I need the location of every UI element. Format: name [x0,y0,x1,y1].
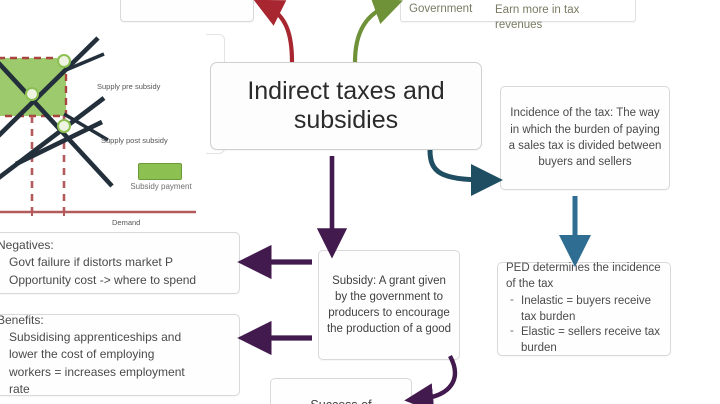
page-title-text: Indirect taxes and subsidies [247,77,445,134]
ped-box[interactable]: PED determines the incidence of the tax … [497,262,671,356]
benefits-box[interactable]: Benefits: Subsidising apprenticeships an… [0,313,240,396]
benefits-line: workers = increases employment [9,364,185,379]
subsidy-payment-swatch [138,163,182,180]
government-row-label: Government [409,3,473,15]
negatives-line: Govt failure if distorts market P [9,255,174,270]
negatives-heading: Negatives: [0,238,54,253]
subsidy-definition-box[interactable]: Subsidy: A grant given by the government… [318,250,460,360]
list-item: Elastic = sellers receive tax burden [508,324,664,357]
benefits-heading: Benefits: [0,313,44,328]
government-row-value: Earn more in tax revenues [495,4,580,31]
subsidy-payment-legend-label: Subsidy payment [130,182,192,191]
benefits-line: rate [9,381,30,396]
government-table[interactable]: Government Earn more in tax revenues [400,0,636,31]
benefits-line: Subsidising apprenticeships and [9,330,182,345]
diagram-label-supply-post: Supply post subsidy [101,136,168,145]
negatives-line: Opportunity cost -> where to spend [9,272,197,287]
ped-heading: PED determines the incidence of the tax [506,261,661,290]
top-left-empty-box[interactable] [120,0,254,22]
ped-bullet-list: Inelastic = buyers receive tax burden El… [504,293,664,357]
negatives-box-content: Negatives: Govt failure if distorts mark… [0,234,239,291]
success-of-box[interactable]: Success of [270,378,412,404]
negatives-box[interactable]: Negatives: Govt failure if distorts mark… [0,232,240,294]
success-of-text: Success of [271,394,411,404]
supply-demand-diagram: Supply pre subsidy Supply post subsidy D… [0,36,210,258]
arrow-title-to-government [352,0,403,63]
page-title[interactable]: Indirect taxes and subsidies [210,62,482,150]
table-row: Government Earn more in tax revenues [401,0,635,31]
arrow-subsidy-to-success [404,354,457,404]
arrow-title-to-topleft [253,0,295,63]
diagram-label-demand: Demand [112,218,141,227]
arrow-title-to-incidence [427,149,503,196]
top-left-empty-box-content [121,0,253,3]
list-item: Inelastic = buyers receive tax burden [508,293,664,326]
benefits-line: lower the cost of employing [9,347,155,362]
subsidy-definition-text: Subsidy: A grant given by the government… [326,274,452,336]
benefits-box-content: Benefits: Subsidising apprenticeships an… [0,309,239,400]
ped-box-content: PED determines the incidence of the tax … [498,258,670,360]
incidence-of-tax-box[interactable]: Incidence of the tax: The way in which t… [500,86,670,190]
incidence-of-tax-text: Incidence of the tax: The way in which t… [508,107,662,169]
diagram-label-supply-pre: Supply pre subsidy [97,82,161,91]
